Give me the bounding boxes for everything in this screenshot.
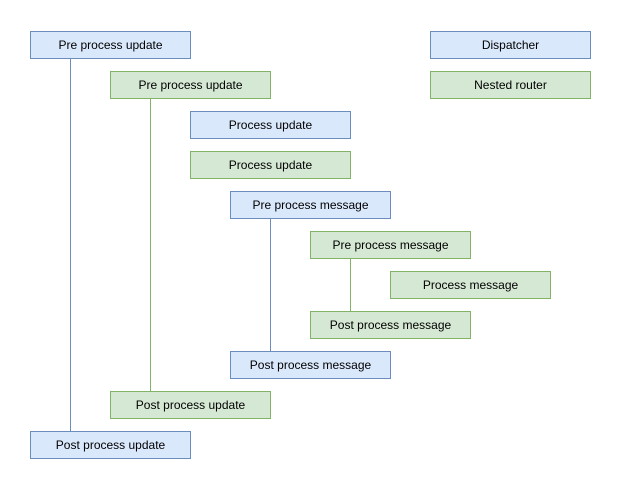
pre-process-update-router[interactable]: Pre process update — [110, 71, 271, 99]
post-process-update-router[interactable]: Post process update — [110, 391, 271, 419]
legend-item-blue[interactable]: Dispatcher — [430, 31, 591, 59]
edge-router-message-span — [350, 259, 351, 311]
legend-item-green[interactable]: Nested router — [430, 71, 591, 99]
post-process-message-dispatcher[interactable]: Post process message — [230, 351, 391, 379]
pre-process-update-dispatcher[interactable]: Pre process update — [30, 31, 191, 59]
process-update-router[interactable]: Process update — [190, 151, 351, 179]
process-update-dispatcher[interactable]: Process update — [190, 111, 351, 139]
post-process-update-dispatcher[interactable]: Post process update — [30, 431, 191, 459]
edge-dispatcher-message-span — [270, 219, 271, 351]
post-process-message-router[interactable]: Post process message — [310, 311, 471, 339]
pre-process-message-dispatcher[interactable]: Pre process message — [230, 191, 391, 219]
edge-dispatcher-update-span — [70, 59, 71, 431]
edge-router-update-span — [150, 99, 151, 391]
pre-process-message-router[interactable]: Pre process message — [310, 231, 471, 259]
process-message-router[interactable]: Process message — [390, 271, 551, 299]
